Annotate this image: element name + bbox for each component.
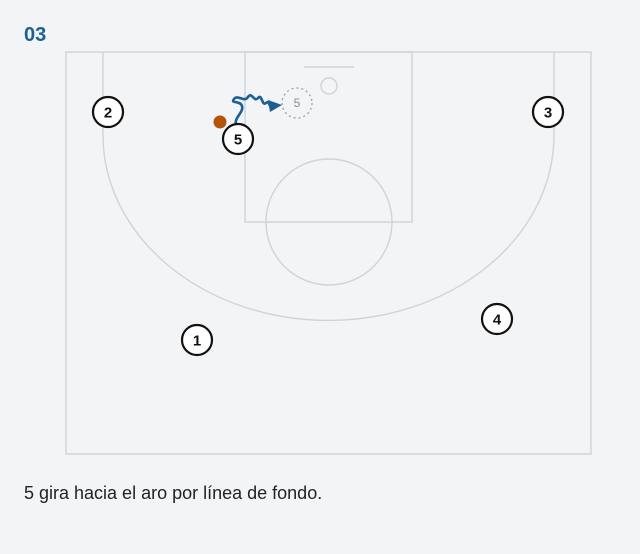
player-3-label: 3	[544, 105, 552, 122]
step-number: 03	[24, 24, 47, 46]
player-1: 1	[180, 323, 214, 357]
free-throw-circle	[265, 158, 393, 286]
movement-path	[231, 94, 282, 126]
court-lines	[65, 51, 592, 455]
ghost-player-label: 5	[294, 96, 301, 110]
player-4: 4	[480, 302, 514, 336]
player-2-label: 2	[104, 105, 112, 122]
hoop	[320, 77, 338, 95]
court-boundary	[65, 51, 592, 455]
player-1-label: 1	[193, 333, 201, 350]
ghost-player-5: 5	[281, 87, 313, 119]
step-caption: 5 gira hacia el aro por línea de fondo.	[24, 483, 323, 503]
player-5-label: 5	[234, 132, 242, 149]
ball	[213, 115, 227, 129]
three-point-line	[102, 52, 555, 322]
player-4-label: 4	[493, 312, 502, 329]
player-3: 3	[531, 95, 565, 129]
movement-arrowhead	[268, 100, 282, 112]
player-2: 2	[91, 95, 125, 129]
player-5: 5	[221, 122, 255, 156]
